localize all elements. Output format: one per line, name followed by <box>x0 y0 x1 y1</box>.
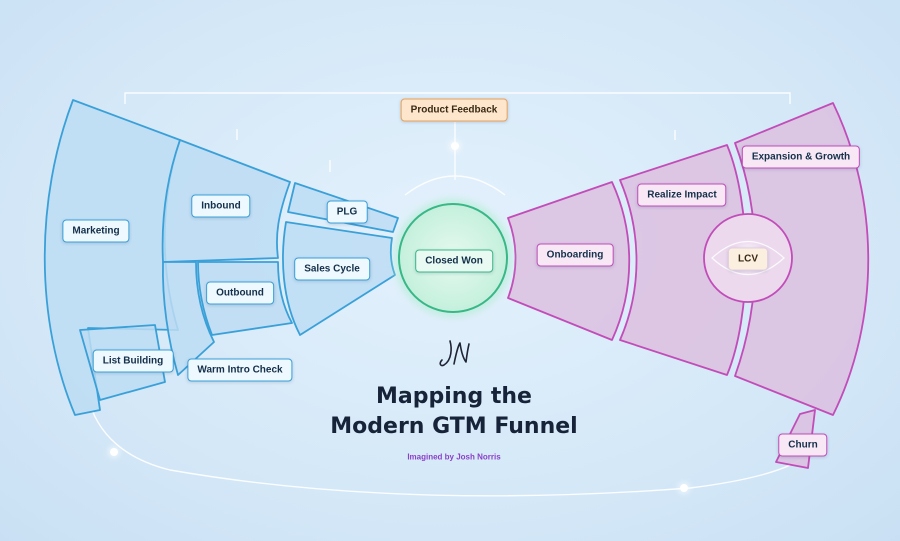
sales-cycle-node[interactable]: Sales Cycle <box>294 257 370 281</box>
marketing-node[interactable]: Marketing <box>62 219 130 243</box>
lcv-node[interactable]: LCV <box>728 247 768 271</box>
connector-dots <box>108 140 690 494</box>
plg-node[interactable]: PLG <box>326 200 368 224</box>
closed-won-node[interactable]: Closed Won <box>415 249 493 273</box>
product-feedback-node[interactable]: Product Feedback <box>400 98 508 122</box>
expansion-growth-node[interactable]: Expansion & Growth <box>741 145 861 169</box>
onboarding-node[interactable]: Onboarding <box>536 243 614 267</box>
warm-intro-check-node[interactable]: Warm Intro Check <box>187 358 293 382</box>
inbound-node[interactable]: Inbound <box>191 194 251 218</box>
acquisition-funnel <box>43 99 399 416</box>
realize-impact-node[interactable]: Realize Impact <box>637 183 727 207</box>
signature-logo <box>439 340 470 367</box>
byline: Imagined by Josh Norris <box>407 452 501 462</box>
title-line-2: Modern GTM Funnel <box>330 414 578 439</box>
list-building-node[interactable]: List Building <box>92 349 174 373</box>
outbound-node[interactable]: Outbound <box>206 281 274 305</box>
churn-node[interactable]: Churn <box>778 433 828 457</box>
page-title: Mapping the Modern GTM Funnel <box>330 382 577 442</box>
title-line-1: Mapping the <box>376 384 532 409</box>
